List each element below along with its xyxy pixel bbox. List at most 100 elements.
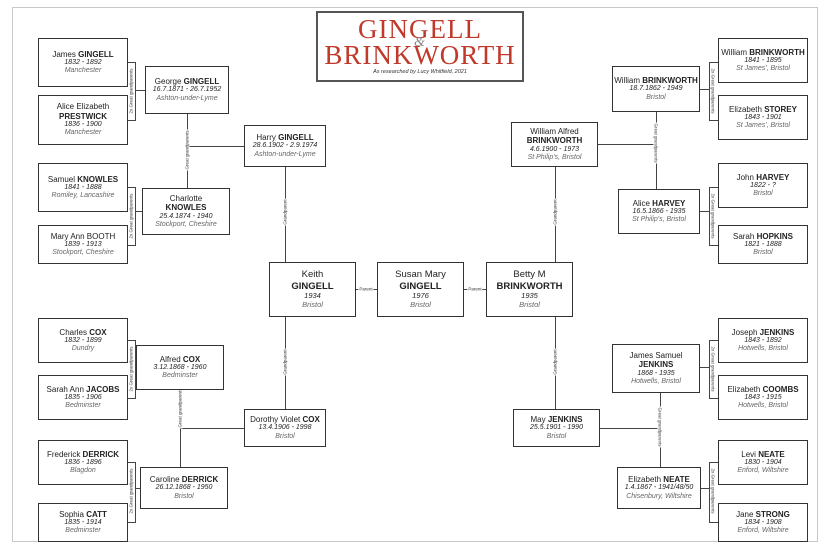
person-name: Sophia CATT xyxy=(59,510,107,519)
first-name: Betty M xyxy=(513,269,546,281)
person-dates: 1843 - 1892 xyxy=(744,336,782,344)
person-dates: 1832 - 1899 xyxy=(64,336,102,344)
surname: BRINKWORTH xyxy=(496,280,563,292)
person-place: Bristol xyxy=(275,432,295,440)
person-name: Elizabeth NEATE xyxy=(628,475,690,484)
person-dates: 26.12.1868 - 1950 xyxy=(155,484,213,492)
person-dates: 25.4.1874 - 1940 xyxy=(159,212,213,220)
person-place: Stockport, Cheshire xyxy=(52,249,114,257)
person-name: William BRINKWORTH xyxy=(721,48,805,57)
person-name: Alfred COX xyxy=(160,355,200,364)
person-name: John HARVEY xyxy=(737,173,790,182)
person-name: Harry GINGELL xyxy=(256,133,313,142)
first-name: Elizabeth xyxy=(729,104,765,114)
person-place: Bedminster xyxy=(65,402,101,410)
first-name: Jane xyxy=(736,509,756,519)
connector-line xyxy=(709,340,710,398)
person-place: Bristol xyxy=(174,492,194,500)
first-name: Joseph xyxy=(731,327,760,337)
first-name: Sophia xyxy=(59,509,87,519)
first-name: Charlotte xyxy=(169,193,203,203)
connector-line xyxy=(135,187,136,246)
person-place: Ashton-under-Lyme xyxy=(156,94,218,102)
surname: DERRICK xyxy=(82,449,119,459)
surname: BRINKWORTH xyxy=(749,47,805,57)
first-name: John xyxy=(736,172,757,182)
person-place: Bedminster xyxy=(65,527,101,535)
title-card: GINGELL & BRINKWORTH As researched by Lu… xyxy=(316,11,524,82)
surname: GINGELL xyxy=(278,133,314,143)
connector-line xyxy=(709,187,710,245)
connector-line xyxy=(128,340,136,341)
person-place: Dundry xyxy=(71,345,95,353)
surname: COX xyxy=(89,327,107,337)
connector-line xyxy=(135,90,145,91)
connector-line xyxy=(701,488,710,489)
connector-line xyxy=(709,62,710,120)
surname: GINGELL xyxy=(183,77,220,87)
connector-line xyxy=(709,462,718,463)
first-name: Sarah xyxy=(732,231,757,241)
person-dates: 16.7.1871 - 26.7.1952 xyxy=(152,86,222,94)
first-name: Frederick xyxy=(46,449,83,459)
person-name: Samuel KNOWLES xyxy=(48,175,118,184)
connector-line xyxy=(128,398,136,399)
relation-label: Grandparent xyxy=(282,198,288,226)
surname: KNOWLES xyxy=(77,174,119,184)
person-place: Bristol xyxy=(646,93,666,101)
surname: NEATE xyxy=(758,449,785,459)
connector-line xyxy=(709,245,718,246)
surname: NEATE xyxy=(663,475,690,485)
first-name: William Alfred xyxy=(530,126,579,136)
person-place: St Philip's, Bristol xyxy=(527,153,582,161)
person-dates: 1835 - 1914 xyxy=(64,518,102,526)
first-name: Harry xyxy=(256,133,279,143)
person-name: Alice HARVEY xyxy=(633,199,686,208)
connector-line xyxy=(709,187,718,188)
connector-line xyxy=(709,120,718,121)
connector-line xyxy=(135,340,136,399)
person-place: St James', Bristol xyxy=(736,65,790,73)
person-name: Caroline DERRICK xyxy=(150,475,218,484)
first-name: Alfred xyxy=(159,354,183,364)
person-dates: 25.5.1901 - 1990 xyxy=(530,424,583,432)
person-place: Ashton-under-Lyme xyxy=(254,150,316,158)
person-name: Jane STRONG xyxy=(736,510,790,519)
surname: GINGELL xyxy=(399,280,442,292)
connector-line xyxy=(709,398,718,399)
connector-line xyxy=(135,211,142,212)
person-name: May JENKINS xyxy=(530,415,582,424)
person-name: Charles COX xyxy=(59,328,106,337)
first-name: James xyxy=(52,49,79,59)
surname: HARVEY xyxy=(652,198,686,208)
first-name: Alice xyxy=(632,198,653,208)
person-dates: 1843 - 1915 xyxy=(744,393,782,401)
person-name: Sarah Ann JACOBS xyxy=(47,385,120,394)
person-name: William BRINKWORTH xyxy=(614,76,698,85)
connector-line xyxy=(135,488,140,489)
surname: GINGELL xyxy=(78,49,114,59)
surname: COOMBS xyxy=(762,384,799,394)
surname: DERRICK xyxy=(181,475,219,485)
connector-line xyxy=(600,428,660,429)
person-dates: 13.4.1906 - 1998 xyxy=(258,424,312,432)
connector-line xyxy=(135,462,136,523)
connector-line xyxy=(709,462,710,523)
relation-label: Parent xyxy=(467,286,483,292)
first-name: Dorothy Violet xyxy=(250,415,303,425)
surname: HARVEY xyxy=(756,172,790,182)
